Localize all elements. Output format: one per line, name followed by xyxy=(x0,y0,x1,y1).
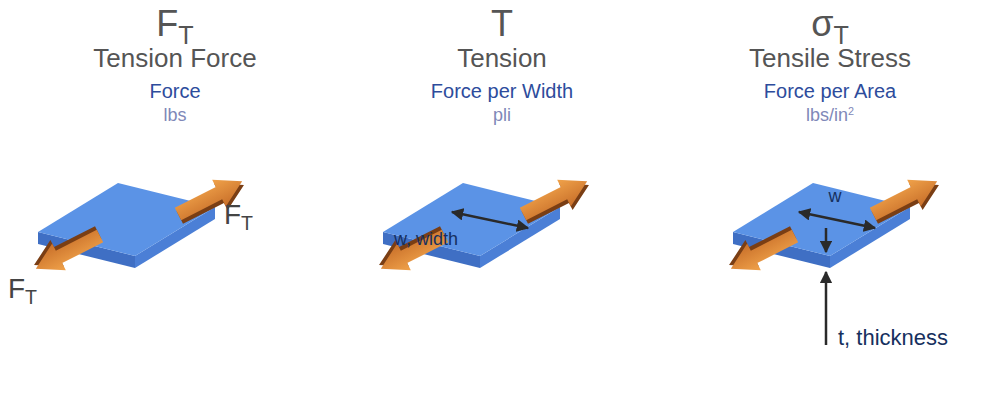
unit-label: lbs/in2 xyxy=(806,106,854,126)
force-label: FT xyxy=(8,274,37,305)
plate-force xyxy=(27,168,251,282)
dimension-label: t, thickness xyxy=(838,326,948,350)
quantity-definition: Force xyxy=(149,80,200,102)
quantity-symbol: T xyxy=(491,4,513,44)
quantity-symbol: σT xyxy=(811,4,849,44)
quantity-definition: Force per Width xyxy=(431,80,573,102)
dimension-label: w xyxy=(829,187,842,207)
quantity-name: Tensile Stress xyxy=(749,44,911,73)
width-dimension xyxy=(799,212,875,228)
width-dimension xyxy=(452,212,528,228)
unit-label: lbs xyxy=(163,106,186,126)
plate-width xyxy=(372,168,596,282)
quantity-definition: Force per Area xyxy=(764,80,896,102)
thickness-arrow xyxy=(825,272,828,345)
quantity-name: Tension Force xyxy=(93,44,256,73)
unit-label: pli xyxy=(493,106,511,126)
dimension-label: w, width xyxy=(394,230,458,250)
thickness-arrow xyxy=(825,228,828,252)
force-label: FT xyxy=(224,200,253,231)
plate-area xyxy=(722,168,946,282)
quantity-symbol: FT xyxy=(156,4,193,44)
quantity-name: Tension xyxy=(457,44,547,73)
